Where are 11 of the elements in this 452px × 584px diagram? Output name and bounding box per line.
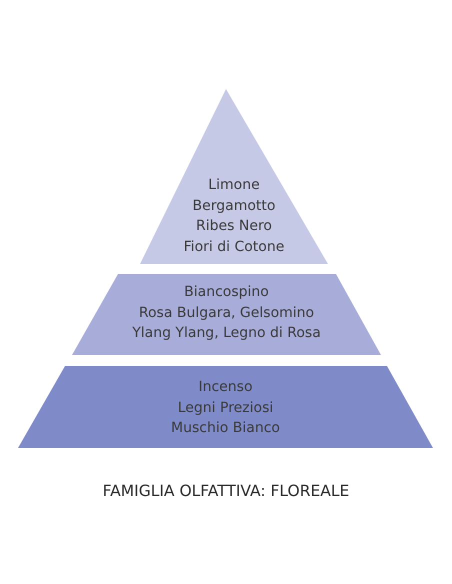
fragrance-note: Muschio Bianco <box>171 419 280 438</box>
caption: FAMIGLIA OLFATTIVA: FLOREALE <box>102 482 350 500</box>
fragrance-note: Bergamotto <box>192 196 276 216</box>
fragrance-note: Limone <box>208 176 260 195</box>
fragrance-note: Rosa Bulgara, Gelsomino <box>138 304 314 322</box>
fragrance-note: Incenso <box>198 378 253 397</box>
fragrance-note: Ylang Ylang, Legno di Rosa <box>132 324 321 343</box>
fragrance-note: Biancospino <box>184 283 269 302</box>
fragrance-note: Fiori di Cotone <box>184 238 284 256</box>
fragrance-note: Legni Preziosi <box>178 398 274 418</box>
fragrance-note: Ribes Nero <box>196 217 272 236</box>
